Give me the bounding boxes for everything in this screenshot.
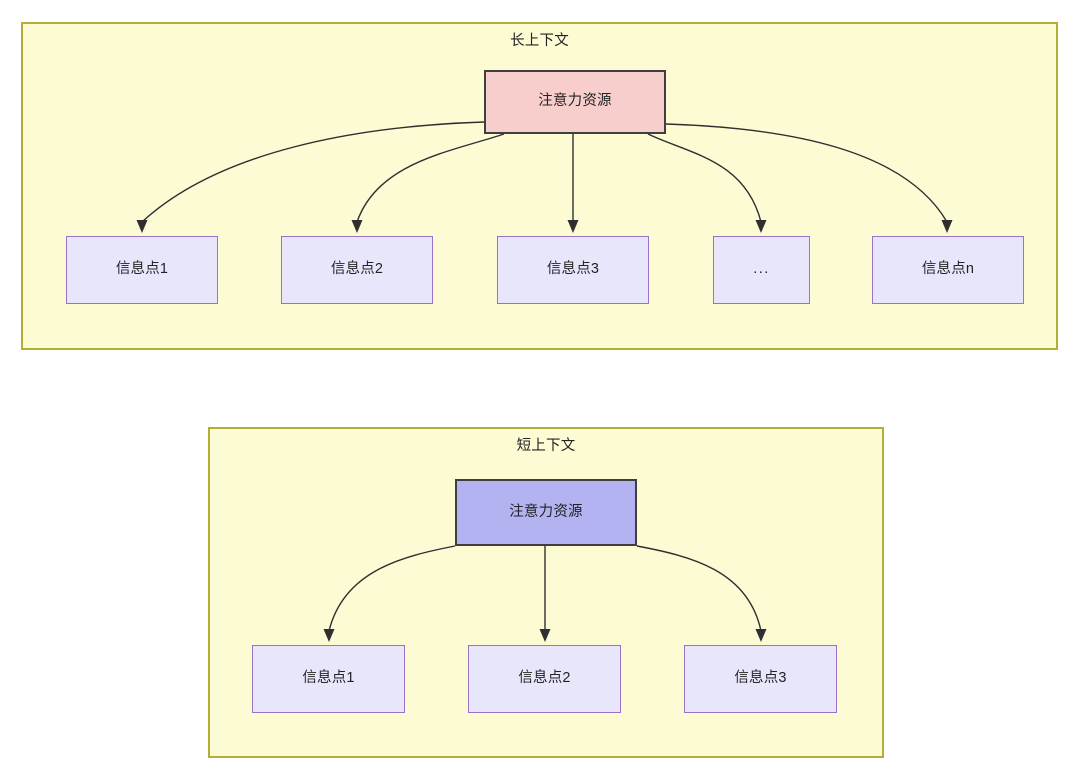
node-long-info-point-2[interactable]: 信息点2 [281,236,433,304]
group-short-context-title: 短上下文 [516,438,576,454]
node-label: 信息点n [921,261,975,278]
node-label: 注意力资源 [538,93,612,110]
node-short-info-point-1[interactable]: 信息点1 [252,645,405,713]
node-long-info-point-ellipsis[interactable]: ... [713,236,810,304]
node-label: ... [753,261,770,278]
node-label: 信息点3 [734,670,787,687]
node-short-info-point-3[interactable]: 信息点3 [684,645,837,713]
node-label: 信息点2 [518,670,571,687]
group-long-context-title: 长上下文 [510,33,569,49]
node-long-info-point-1[interactable]: 信息点1 [66,236,218,304]
node-long-info-point-n[interactable]: 信息点n [872,236,1024,304]
node-long-attention-resource[interactable]: 注意力资源 [484,70,666,134]
node-label: 信息点1 [115,261,169,278]
node-short-attention-resource[interactable]: 注意力资源 [455,479,637,546]
node-label: 信息点2 [330,261,384,278]
node-label: 注意力资源 [509,503,583,520]
node-label: 信息点3 [546,261,600,278]
node-long-info-point-3[interactable]: 信息点3 [497,236,649,304]
node-short-info-point-2[interactable]: 信息点2 [468,645,621,713]
node-label: 信息点1 [302,670,355,687]
